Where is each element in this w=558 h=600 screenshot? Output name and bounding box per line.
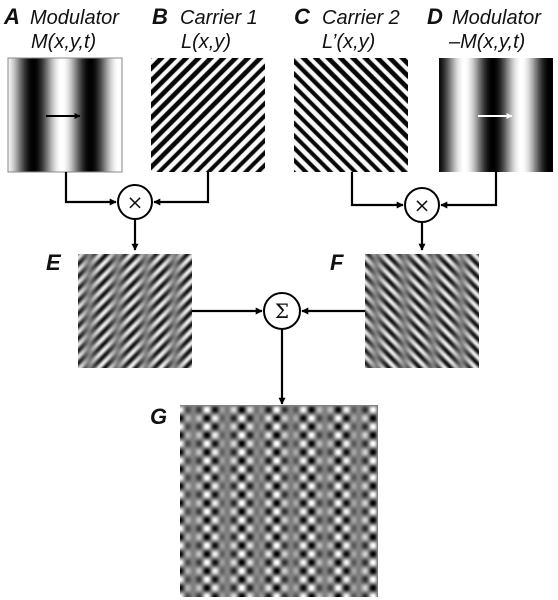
panel-letter-C: C [294,4,311,29]
panel-B-carrier1 [151,58,265,172]
heading-C: C Carrier 2 L’(x,y) [294,4,400,53]
panel-F-product [365,254,479,368]
multiply-node-right: × [404,187,440,223]
panel-letter-F: F [330,250,344,275]
result-image [180,405,378,597]
panel-formula-B: L(x,y) [181,31,231,53]
panel-formula-C: L’(x,y) [322,31,375,53]
panel-letter-B: B [152,4,168,29]
heading-D: D Modulator –M(x,y,t) [427,4,542,53]
heading-B: B Carrier 1 L(x,y) [152,4,258,53]
panel-title-A: Modulator [30,7,120,29]
heading-A: A Modulator M(x,y,t) [3,4,120,53]
panel-E-product [78,254,192,368]
product-left-image [78,254,192,368]
panel-letter-A: A [3,4,20,29]
panel-C-carrier2 [294,58,408,172]
sum-node: Σ [263,292,301,330]
panel-title-C: Carrier 2 [322,7,400,29]
wire-C-to-multiply [350,172,404,209]
wire-B-to-multiply [153,172,210,206]
multiply-symbol-right: × [414,193,431,217]
panel-formula-D: –M(x,y,t) [448,31,525,53]
panel-G-result [180,405,378,597]
wire-A-to-multiply [64,172,117,206]
multiply-node-left: × [117,184,153,220]
panel-letter-D: D [427,4,443,29]
panel-A-modulator [7,57,123,173]
product-right-image [365,254,479,368]
panel-letter-G: G [150,404,167,429]
panel-title-D: Modulator [452,7,542,29]
sum-symbol: Σ [275,299,289,323]
panel-title-B: Carrier 1 [180,7,258,29]
wire-D-to-multiply [440,172,498,209]
panel-letter-E: E [46,250,62,275]
panel-formula-A: M(x,y,t) [31,31,96,53]
carrier1-image [151,58,265,172]
carrier2-image [294,58,408,172]
multiply-symbol-left: × [127,190,144,214]
panel-D-modulator-negative [439,58,553,172]
